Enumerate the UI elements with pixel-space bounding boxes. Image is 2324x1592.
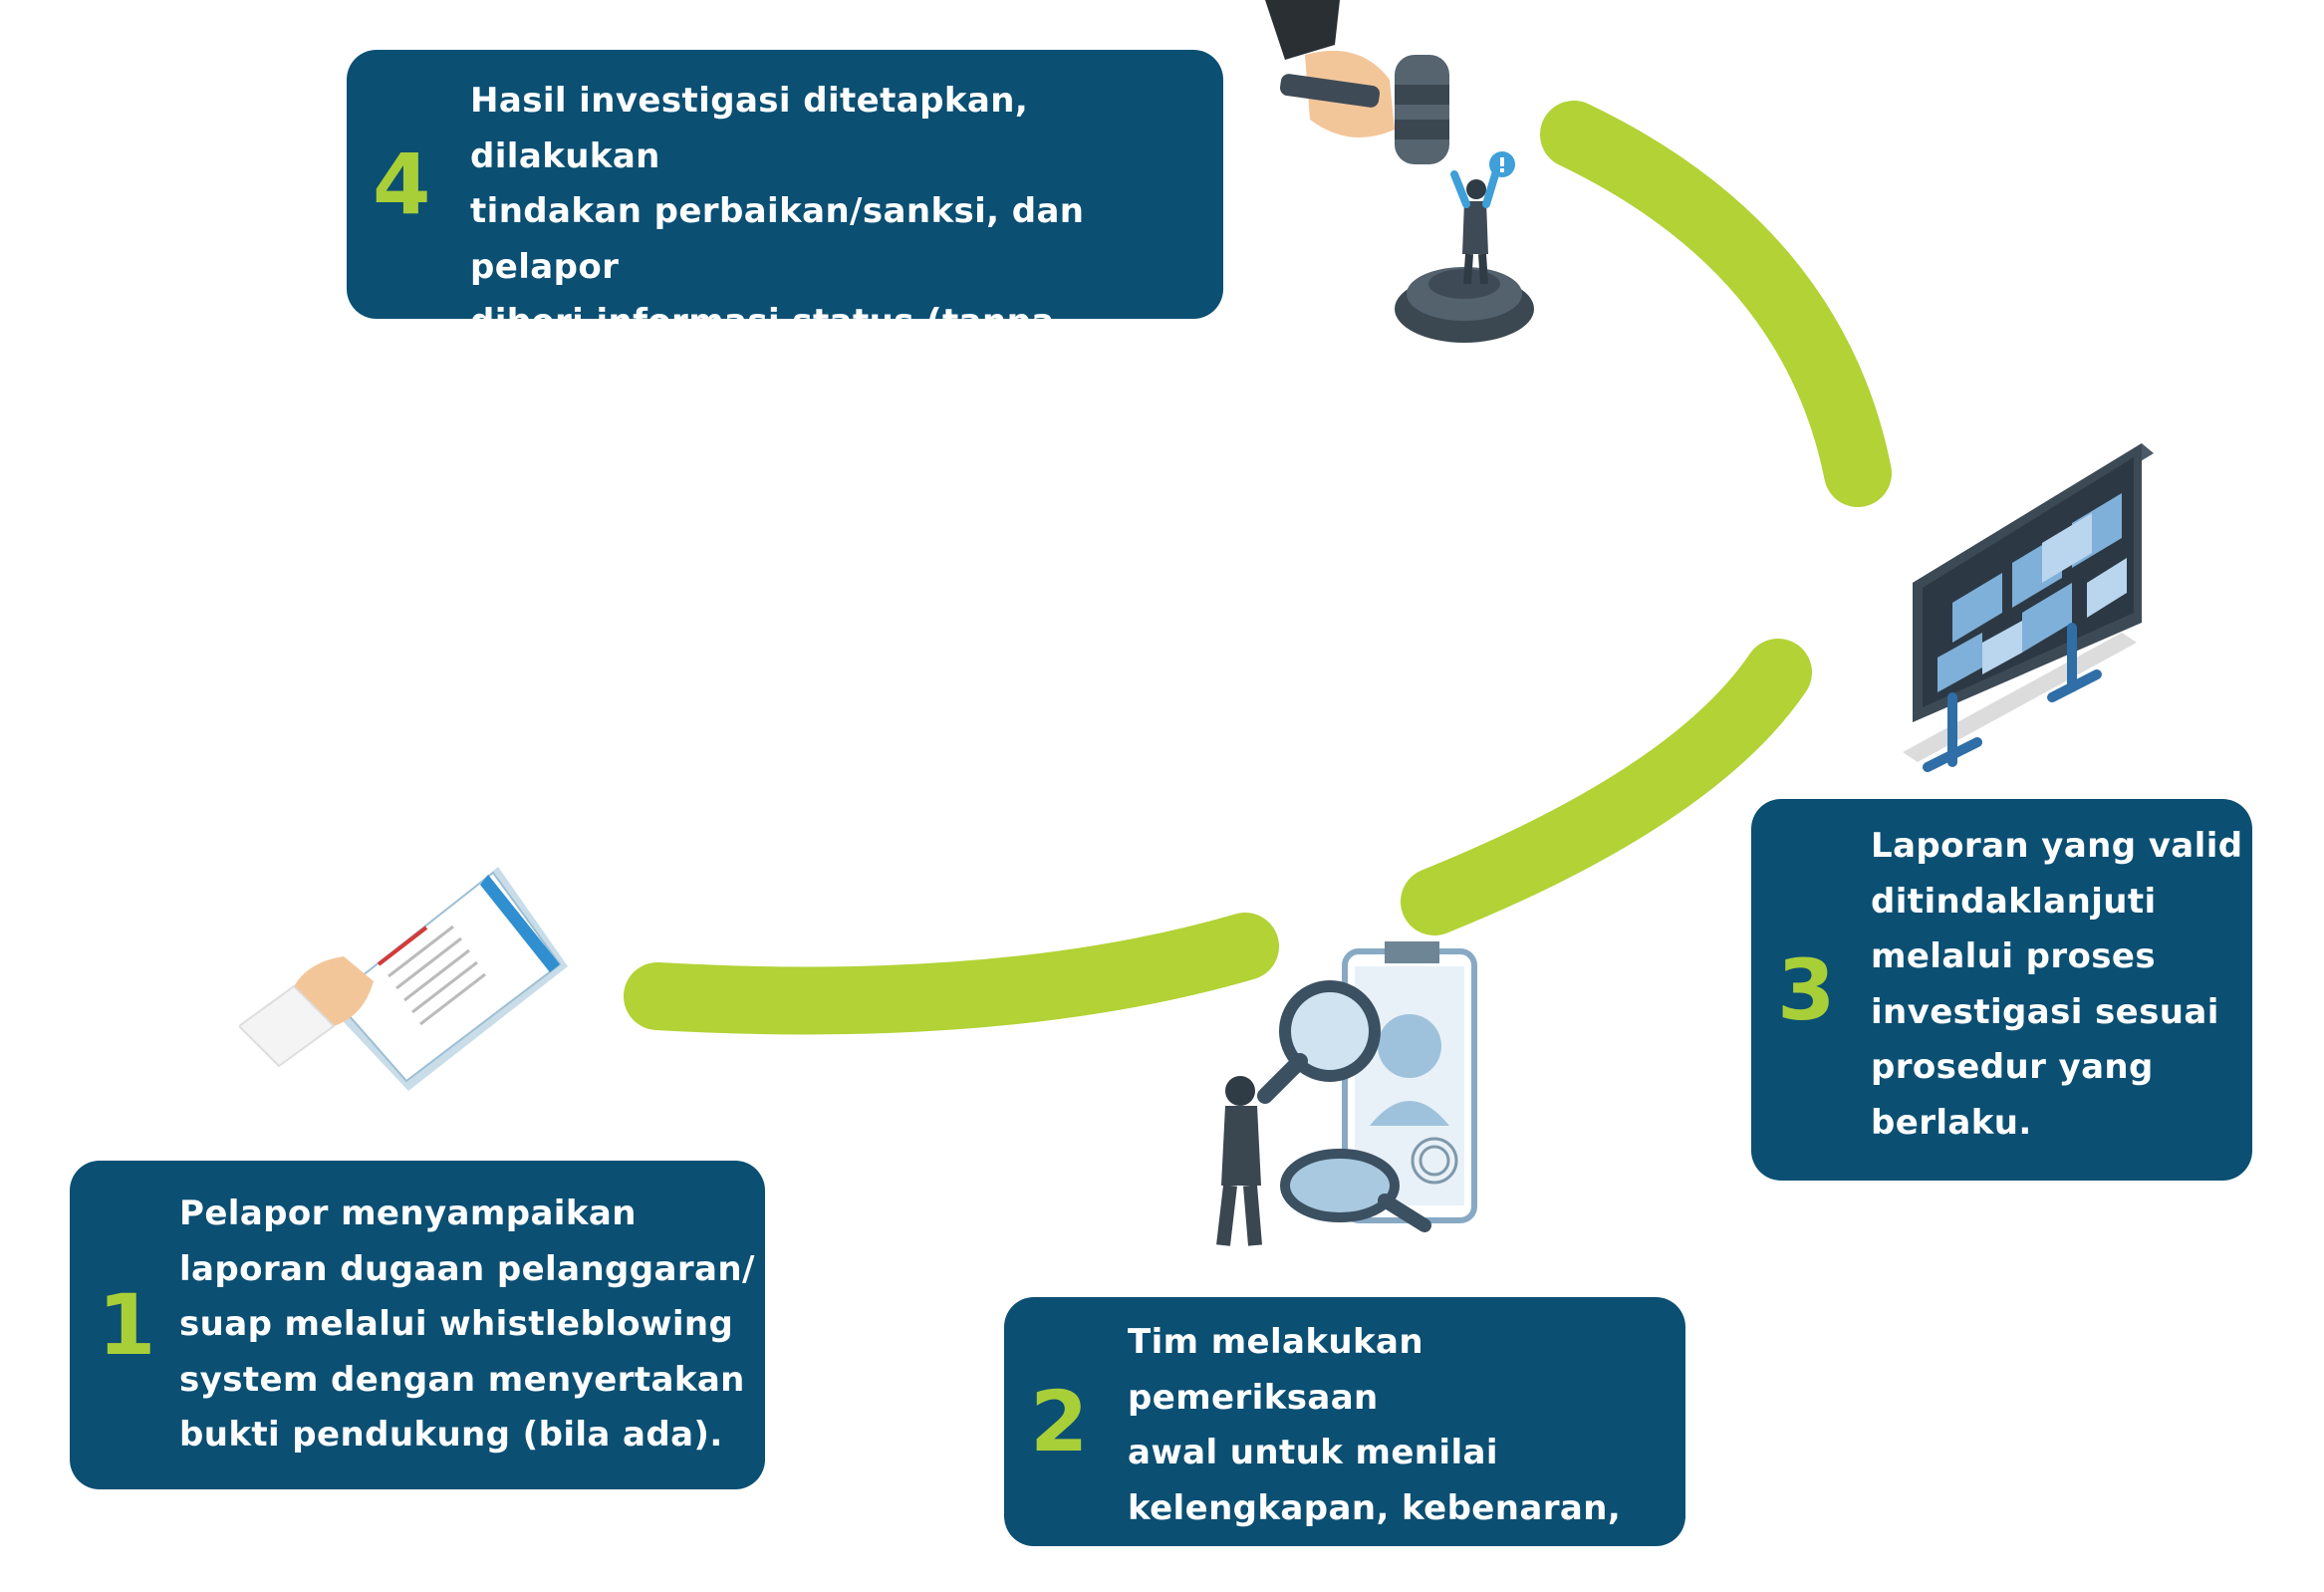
step-description: Pelapor menyampaikan laporan dugaan pela…	[179, 1194, 755, 1455]
process-diagram: 1 Pelapor menyampaikan laporan dugaan pe…	[70, 0, 2252, 1583]
gavel-judgment-icon	[1265, 0, 1564, 344]
step-number: 4	[373, 135, 431, 233]
investigation-board-icon	[1893, 443, 2162, 782]
arc-step1-to-step2	[624, 913, 1279, 1035]
step-card-4: 4 Hasil investigasi ditetapkan, dilakuka…	[347, 50, 1223, 398]
arc-step2-to-step3	[1401, 639, 1812, 935]
step-description: Laporan yang valid ditindaklanjuti melal…	[1871, 826, 2243, 1143]
step-number: 2	[1030, 1373, 1089, 1470]
step-description: Hasil investigasi ditetapkan, dilakukan …	[470, 81, 1085, 398]
step-card-1: 1 Pelapor menyampaikan laporan dugaan pe…	[70, 1161, 765, 1489]
step-number: 3	[1777, 940, 1836, 1039]
magnifier-inspection-icon	[1195, 936, 1494, 1265]
step-card-2: 2 Tim melakukan pemeriksaan awal untuk m…	[1004, 1297, 1685, 1583]
arc-step3-to-step4	[1540, 101, 1892, 507]
step-card-3: 3 Laporan yang valid ditindaklanjuti mel…	[1751, 799, 2252, 1181]
report-document-icon	[239, 867, 568, 1106]
process-cycle-arcs	[624, 101, 1892, 1035]
step-number: 1	[98, 1276, 156, 1374]
step-description: Tim melakukan pemeriksaan awal untuk men…	[1128, 1322, 1622, 1583]
